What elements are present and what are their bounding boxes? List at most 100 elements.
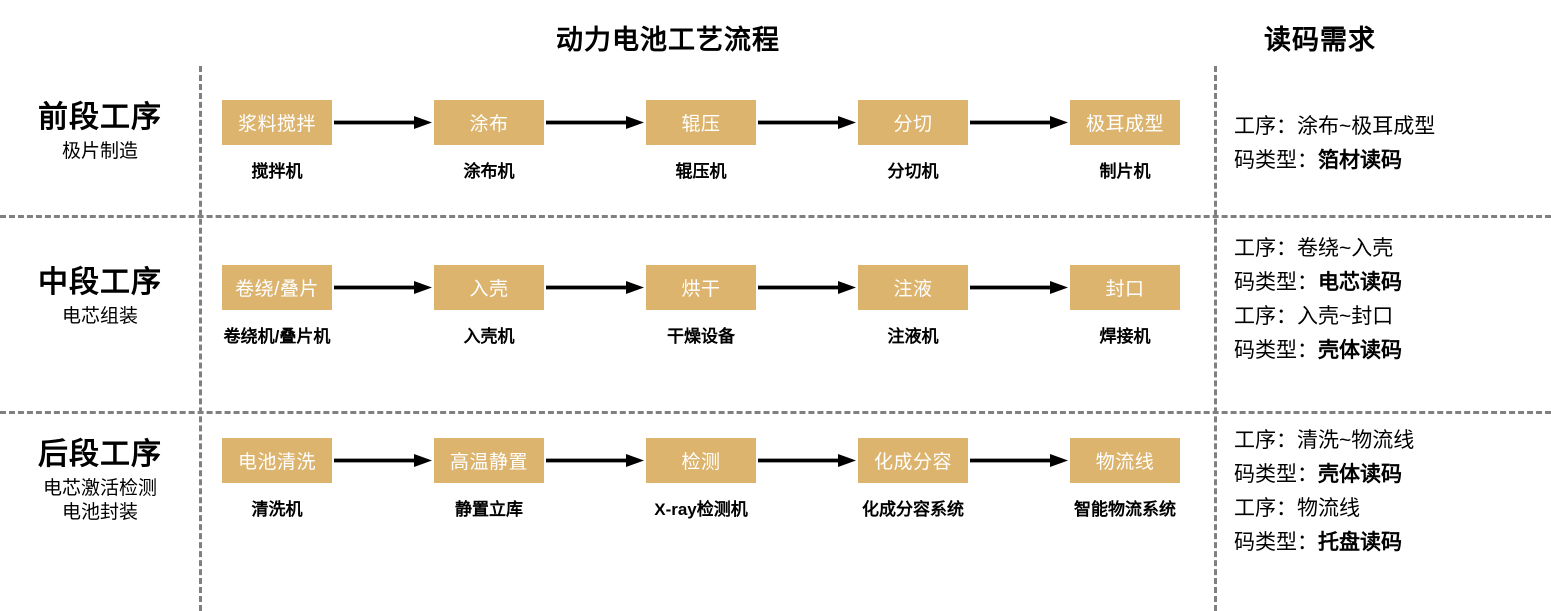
stage-subtitle-line: 电芯激活检测 [42, 477, 157, 499]
flow-arrow-icon [334, 454, 432, 467]
process-node[interactable]: 辊压 辊压机 [646, 100, 756, 182]
stage-subtitle: 电芯组装 [0, 305, 200, 329]
process-node-label: 高温静置 [434, 438, 544, 483]
process-node[interactable]: 浆料搅拌 搅拌机 [222, 100, 332, 182]
process-node[interactable]: 高温静置 静置立库 [434, 438, 544, 520]
process-node[interactable]: 烘干 干燥设备 [646, 265, 756, 347]
requirement-line: 码类型：壳体读码 [1234, 458, 1544, 492]
process-node-label: 极耳成型 [1070, 100, 1180, 145]
flow-arrow-icon [758, 454, 856, 467]
requirements-section-title: 读码需求 [1264, 25, 1376, 55]
process-node-caption: 制片机 [1099, 162, 1151, 181]
flow-arrow-icon [970, 454, 1068, 467]
requirement-value: 入壳~封口 [1297, 305, 1394, 329]
requirements-front: 工序：涂布~极耳成型 码类型：箔材读码 [1234, 110, 1544, 178]
divider-horizontal-1 [0, 215, 1551, 218]
flow-arrow-icon [546, 116, 644, 129]
stage-subtitle-line: 电芯组装 [61, 305, 138, 327]
requirement-line: 码类型：箔材读码 [1234, 144, 1544, 178]
process-node-caption: 化成分容系统 [862, 500, 964, 519]
process-node-caption: 分切机 [887, 162, 939, 181]
stage-name: 中段工序 [38, 266, 162, 299]
divider-horizontal-2 [0, 411, 1551, 414]
process-node-label: 分切 [858, 100, 968, 145]
process-node-label: 检测 [646, 438, 756, 483]
process-node-label: 入壳 [434, 265, 544, 310]
flow-row-middle: 卷绕/叠片 卷绕机/叠片机 入壳 入壳机 烘干 干燥设备 注液 注液机 封口 [222, 265, 1180, 355]
process-node[interactable]: 卷绕/叠片 卷绕机/叠片机 [222, 265, 332, 347]
stage-subtitle: 极片制造 [0, 140, 200, 164]
requirement-value: 涂布~极耳成型 [1297, 115, 1436, 138]
process-node[interactable]: 电池清洗 清洗机 [222, 438, 332, 520]
requirement-key: 工序： [1234, 497, 1297, 521]
requirement-key: 码类型： [1234, 531, 1318, 555]
process-node-caption: 干燥设备 [667, 327, 735, 346]
requirement-line: 码类型：壳体读码 [1234, 334, 1544, 368]
flow-row-back: 电池清洗 清洗机 高温静置 静置立库 检测 X-ray检测机 化成分容 化成分容… [222, 438, 1180, 528]
process-node[interactable]: 检测 X-ray检测机 [646, 438, 756, 520]
stage-subtitle: 电芯激活检测 电池封装 [0, 477, 200, 526]
process-node[interactable]: 注液 注液机 [858, 265, 968, 347]
stage-name: 后段工序 [38, 438, 162, 471]
divider-vertical-right [1214, 66, 1217, 611]
flow-arrow-icon [546, 281, 644, 294]
process-node-caption: 卷绕机/叠片机 [223, 327, 331, 346]
process-node-caption: 搅拌机 [251, 162, 303, 181]
process-node-caption: 入壳机 [463, 327, 515, 346]
process-node[interactable]: 化成分容 化成分容系统 [858, 438, 968, 520]
requirement-line: 工序：卷绕~入壳 [1234, 232, 1544, 266]
process-node-caption: 智能物流系统 [1074, 500, 1176, 519]
process-node-label: 辊压 [646, 100, 756, 145]
process-node-caption: 注液机 [887, 327, 939, 346]
flow-section-title: 动力电池工艺流程 [556, 25, 780, 55]
process-node[interactable]: 极耳成型 制片机 [1070, 100, 1180, 182]
requirement-key: 工序： [1234, 429, 1297, 452]
process-node-label: 涂布 [434, 100, 544, 145]
process-node[interactable]: 封口 焊接机 [1070, 265, 1180, 347]
requirement-key: 码类型： [1234, 339, 1318, 363]
requirement-key: 工序： [1234, 237, 1297, 260]
flow-row-front: 浆料搅拌 搅拌机 涂布 涂布机 辊压 辊压机 分切 分切机 极耳成型 [222, 100, 1180, 190]
requirement-value: 箔材读码 [1318, 149, 1402, 173]
requirement-value: 托盘读码 [1318, 531, 1402, 555]
process-node-caption: 清洗机 [251, 500, 303, 519]
process-node-label: 卷绕/叠片 [222, 265, 332, 310]
stage-subtitle-line: 电池封装 [61, 501, 138, 523]
process-node-label: 烘干 [646, 265, 756, 310]
process-node-label: 封口 [1070, 265, 1180, 310]
requirement-key: 码类型： [1234, 271, 1318, 295]
requirement-line: 工序：涂布~极耳成型 [1234, 110, 1544, 144]
flow-arrow-icon [970, 281, 1068, 294]
process-node-caption: 涂布机 [463, 162, 515, 181]
process-node[interactable]: 物流线 智能物流系统 [1070, 438, 1180, 520]
requirement-line: 码类型：电芯读码 [1234, 266, 1544, 300]
process-node-caption: X-ray检测机 [654, 500, 748, 519]
stage-name: 前段工序 [38, 101, 162, 134]
flow-arrow-icon [758, 116, 856, 129]
process-node-caption: 静置立库 [455, 500, 523, 519]
requirement-line: 工序：入壳~封口 [1234, 300, 1544, 334]
requirement-key: 工序： [1234, 305, 1297, 329]
requirement-value: 物流线 [1297, 497, 1360, 521]
flow-arrow-icon [546, 454, 644, 467]
stage-label-front: 前段工序 极片制造 [0, 100, 200, 164]
process-node-label: 物流线 [1070, 438, 1180, 483]
process-node[interactable]: 分切 分切机 [858, 100, 968, 182]
requirement-line: 工序：物流线 [1234, 492, 1544, 526]
stage-label-back: 后段工序 电芯激活检测 电池封装 [0, 437, 200, 525]
process-node[interactable]: 涂布 涂布机 [434, 100, 544, 182]
requirement-line: 工序：清洗~物流线 [1234, 424, 1544, 458]
requirement-key: 工序： [1234, 115, 1297, 138]
requirement-value: 电芯读码 [1318, 271, 1402, 295]
requirement-value: 清洗~物流线 [1297, 429, 1415, 452]
requirement-value: 卷绕~入壳 [1297, 237, 1394, 260]
process-node-label: 浆料搅拌 [222, 100, 332, 145]
process-node[interactable]: 入壳 入壳机 [434, 265, 544, 347]
requirement-key: 码类型： [1234, 463, 1318, 487]
requirements-middle: 工序：卷绕~入壳 码类型：电芯读码 工序：入壳~封口 码类型：壳体读码 [1234, 232, 1544, 368]
requirements-back: 工序：清洗~物流线 码类型：壳体读码 工序：物流线 码类型：托盘读码 [1234, 424, 1544, 560]
stage-subtitle-line: 极片制造 [61, 140, 138, 162]
flow-arrow-icon [758, 281, 856, 294]
requirement-value: 壳体读码 [1318, 339, 1402, 363]
